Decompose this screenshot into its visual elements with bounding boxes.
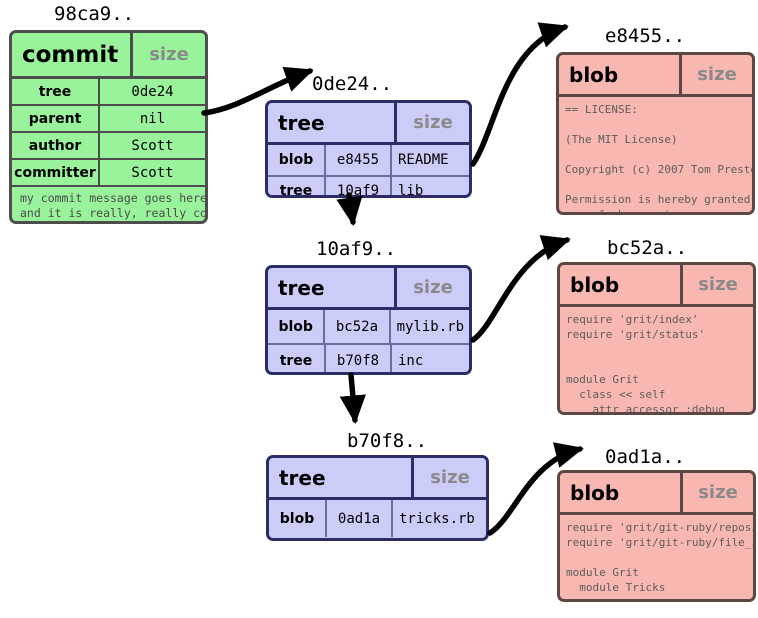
caption-blob-0ad1a: 0ad1a..	[605, 446, 686, 468]
tree-0de24-size-label: size	[413, 112, 453, 133]
blob-0ad1a-type-label: blob	[560, 473, 683, 512]
node-tree-10af9[interactable]: tree size blob bc52a mylib.rb tree b70f8…	[265, 265, 472, 375]
commit-field-tree-value: 0de24	[131, 83, 174, 100]
caption-blob-bc52a: bc52a..	[607, 237, 688, 259]
tree-b70f8-entry-tricks-name: tricks.rb	[399, 510, 475, 527]
tree-b70f8-entry-tricks-sha: 0ad1a	[327, 500, 393, 537]
tree-0de24-entry-readme-mode: blob	[268, 145, 326, 175]
tree-0de24-entries: blob e8455 README tree 10af9 lib	[268, 145, 469, 198]
caption-blob-e8455: e8455..	[605, 25, 686, 47]
caption-tree-0de24: 0de24..	[312, 73, 393, 95]
tree-0de24-entry-readme-name: README	[398, 152, 449, 168]
edge-tree-10af9-to-blob-bc52a	[470, 235, 571, 343]
commit-field-parent[interactable]: parent nil	[12, 106, 205, 133]
blob-bc52a-size-label: size	[698, 274, 738, 295]
tree-10af9-entry-inc-name: inc	[398, 352, 424, 369]
tree-0de24-header: tree size	[268, 103, 469, 145]
tree-b70f8-entries: blob 0ad1a tricks.rb	[269, 500, 486, 537]
tree-10af9-entry-inc-sha: b70f8	[326, 345, 392, 372]
tree-10af9-entry-inc-mode: tree	[268, 345, 326, 372]
blob-bc52a-type-label: blob	[560, 265, 683, 304]
blob-0ad1a-content: require 'grit/git-ruby/reposi require 'g…	[566, 521, 753, 594]
tree-b70f8-entry-tricks-mode: blob	[269, 500, 327, 537]
edge-tree-0de24-to-blob-e8455	[470, 22, 569, 167]
tree-0de24-entry-lib[interactable]: tree 10af9 lib	[268, 175, 469, 198]
caption-commit-98ca9: 98ca9..	[54, 3, 135, 25]
tree-10af9-entry-inc[interactable]: tree b70f8 inc	[268, 343, 469, 372]
tree-0de24-entry-lib-mode: tree	[268, 177, 326, 195]
commit-header: commit size	[12, 33, 205, 79]
blob-0ad1a-header: blob size	[560, 473, 753, 515]
commit-field-parent-key: parent	[12, 106, 100, 131]
tree-0de24-entry-readme[interactable]: blob e8455 README	[268, 145, 469, 175]
blob-e8455-content: == LICENSE: (The MIT License) Copyright …	[565, 103, 752, 215]
tree-0de24-entry-lib-sha: 10af9	[326, 177, 392, 195]
edge-tree-0de24-to-tree-10af9	[336, 192, 363, 226]
tree-b70f8-entry-tricks[interactable]: blob 0ad1a tricks.rb	[269, 500, 486, 537]
commit-message: my commit message goes here and it is re…	[20, 191, 207, 220]
commit-field-parent-value: nil	[139, 110, 166, 127]
node-blob-e8455[interactable]: blob size == LICENSE: (The MIT License) …	[556, 52, 755, 215]
tree-10af9-entry-mylib-sha: bc52a	[325, 310, 391, 343]
blob-bc52a-header: blob size	[560, 265, 753, 307]
commit-fields: tree 0de24 parent nil author Scott commi…	[12, 79, 205, 187]
node-blob-bc52a[interactable]: blob size require 'grit/index' require '…	[557, 262, 756, 415]
tree-10af9-entry-mylib[interactable]: blob bc52a mylib.rb	[268, 310, 469, 343]
blob-e8455-type-label: blob	[559, 55, 682, 94]
tree-b70f8-header: tree size	[269, 458, 486, 500]
blob-0ad1a-size-label: size	[698, 482, 738, 503]
tree-10af9-header: tree size	[268, 268, 469, 310]
commit-field-committer-value: Scott	[131, 164, 174, 181]
tree-0de24-type-label: tree	[268, 103, 397, 142]
node-tree-0de24[interactable]: tree size blob e8455 README tree 10af9 l…	[265, 100, 472, 198]
tree-10af9-entry-mylib-name: mylib.rb	[396, 318, 464, 335]
commit-field-author-value: Scott	[131, 137, 174, 154]
commit-field-committer[interactable]: committer Scott	[12, 160, 205, 187]
tree-10af9-size-label: size	[413, 277, 453, 298]
node-blob-0ad1a[interactable]: blob size require 'grit/git-ruby/reposi …	[557, 470, 756, 602]
caption-tree-b70f8: b70f8..	[347, 430, 428, 452]
blob-e8455-header: blob size	[559, 55, 752, 97]
commit-field-tree-key: tree	[12, 79, 100, 104]
tree-10af9-type-label: tree	[268, 268, 397, 307]
blob-e8455-size-label: size	[697, 64, 737, 85]
node-tree-b70f8[interactable]: tree size blob 0ad1a tricks.rb	[266, 455, 489, 541]
tree-0de24-entry-readme-sha: e8455	[326, 145, 392, 175]
commit-field-author-key: author	[12, 133, 100, 158]
tree-b70f8-type-label: tree	[269, 458, 414, 497]
tree-b70f8-size-label: size	[430, 467, 470, 488]
tree-10af9-entry-mylib-mode: blob	[268, 310, 326, 343]
tree-10af9-entries: blob bc52a mylib.rb tree b70f8 inc	[268, 310, 469, 372]
blob-bc52a-content: require 'grit/index' require 'grit/statu…	[566, 313, 725, 415]
commit-size-label: size	[149, 44, 189, 65]
caption-tree-10af9: 10af9..	[316, 238, 397, 260]
commit-type-label: commit	[12, 33, 133, 76]
node-commit-98ca9[interactable]: commit size tree 0de24 parent nil author…	[9, 30, 208, 224]
tree-0de24-entry-lib-name: lib	[398, 183, 424, 198]
commit-field-author[interactable]: author Scott	[12, 133, 205, 160]
commit-field-tree[interactable]: tree 0de24	[12, 79, 205, 106]
commit-field-committer-key: committer	[12, 160, 100, 185]
edge-tree-10af9-to-tree-b70f8	[339, 372, 366, 424]
